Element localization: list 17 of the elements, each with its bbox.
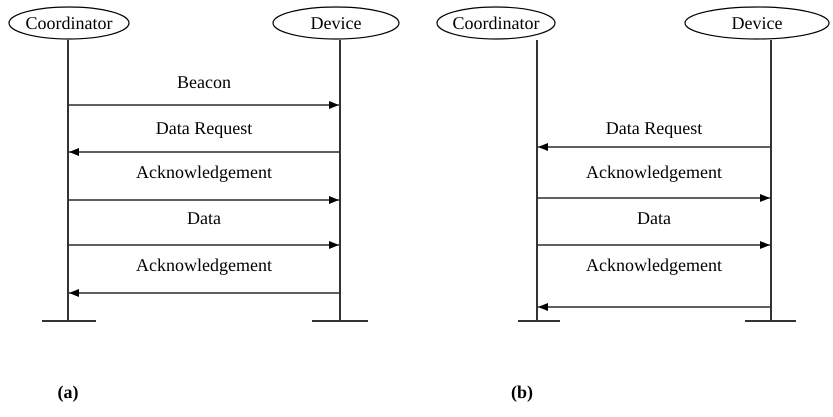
lifeline-header: Device	[272, 6, 400, 40]
lifeline-header: Coordinator	[8, 6, 130, 40]
message-arrow	[69, 148, 339, 156]
message-arrow	[69, 196, 339, 204]
message-arrow	[538, 241, 770, 249]
message-arrow	[69, 241, 339, 249]
lifeline-header: Coordinator	[436, 6, 556, 40]
message-arrow	[538, 143, 770, 151]
message-arrow	[538, 194, 770, 202]
lifeline-header: Device	[684, 6, 830, 40]
message-arrow	[69, 289, 339, 297]
message-arrow	[69, 101, 339, 109]
lifeline	[67, 40, 69, 320]
lifeline	[770, 40, 772, 320]
lifeline	[536, 40, 538, 320]
message-arrow	[538, 303, 770, 311]
lifeline	[339, 40, 341, 320]
